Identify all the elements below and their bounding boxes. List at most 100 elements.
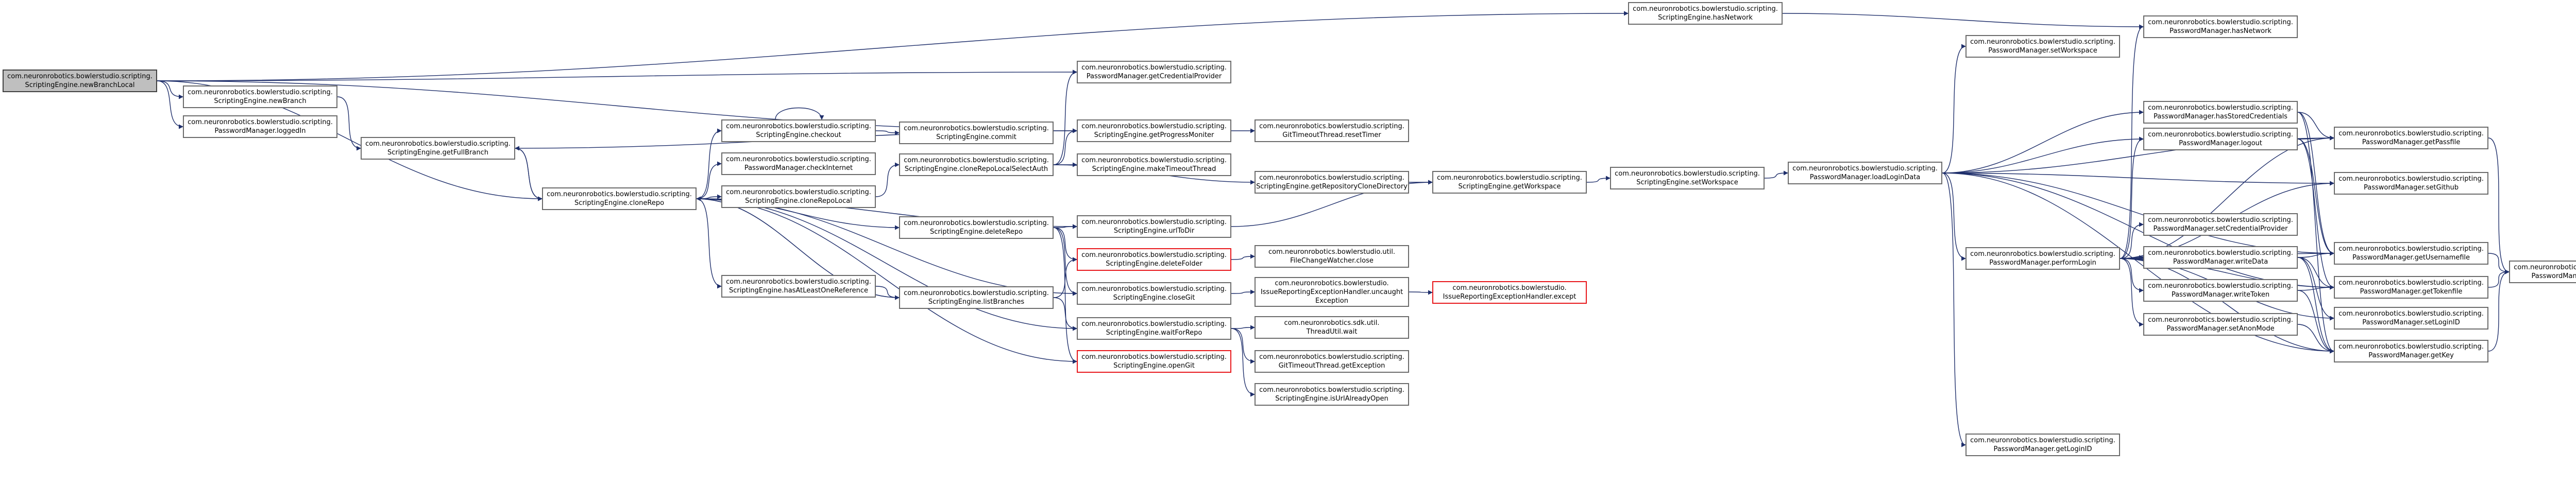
node-label-line: PasswordManager.getLoginID	[1993, 445, 2092, 453]
call-edge	[1231, 325, 1255, 330]
node-label-line: ScriptingEngine.cloneRepo	[574, 199, 665, 207]
function-node[interactable]: com.neuronrobotics.bowlerstudio.IssueRep…	[1432, 281, 1587, 304]
node-label-line: com.neuronrobotics.bowlerstudio.scriptin…	[1615, 170, 1760, 178]
function-node[interactable]: com.neuronrobotics.bowlerstudio.scriptin…	[1077, 317, 1231, 340]
node-label-line: PasswordManager.getWorkspace	[2531, 272, 2576, 280]
function-node[interactable]: com.neuronrobotics.bowlerstudio.scriptin…	[1788, 162, 1942, 184]
function-node[interactable]: com.neuronrobotics.bowlerstudio.scriptin…	[2509, 261, 2576, 283]
function-node[interactable]: com.neuronrobotics.bowlerstudio.scriptin…	[2143, 246, 2298, 269]
function-node[interactable]: com.neuronrobotics.bowlerstudio.scriptin…	[2334, 340, 2488, 362]
function-node[interactable]: com.neuronrobotics.bowlerstudio.scriptin…	[899, 153, 1054, 176]
function-node[interactable]: com.neuronrobotics.bowlerstudio.scriptin…	[1432, 171, 1587, 194]
function-node[interactable]: com.neuronrobotics.bowlerstudio.scriptin…	[899, 286, 1054, 309]
call-edge	[1053, 257, 1077, 298]
function-node[interactable]: com.neuronrobotics.bowlerstudio.scriptin…	[721, 185, 876, 208]
function-node[interactable]: com.neuronrobotics.bowlerstudio.scriptin…	[721, 275, 876, 298]
function-node[interactable]: com.neuronrobotics.bowlerstudio.scriptin…	[1077, 282, 1231, 305]
function-node[interactable]: com.neuronrobotics.bowlerstudio.scriptin…	[1255, 383, 1409, 406]
node-label-line: com.neuronrobotics.bowlerstudio.scriptin…	[2338, 343, 2484, 351]
function-node[interactable]: com.neuronrobotics.bowlerstudio.scriptin…	[1255, 119, 1409, 142]
function-node[interactable]: com.neuronrobotics.bowlerstudio.scriptin…	[361, 137, 515, 160]
call-edge	[1942, 172, 1966, 261]
function-node[interactable]: com.neuronrobotics.bowlerstudio.scriptin…	[2334, 276, 2488, 299]
call-edge	[1942, 172, 2334, 354]
function-node[interactable]: com.neuronrobotics.bowlerstudio.scriptin…	[899, 216, 1054, 239]
call-edge	[2297, 285, 2334, 291]
call-edge	[2120, 258, 2144, 327]
function-node[interactable]: com.neuronrobotics.bowlerstudio.scriptin…	[542, 187, 697, 210]
node-label-line: ScriptingEngine.checkout	[756, 131, 841, 139]
node-label-line: ScriptingEngine.hasNetwork	[1658, 14, 1753, 22]
node-label-line: ScriptingEngine.deleteRepo	[929, 228, 1023, 236]
function-node[interactable]: com.neuronrobotics.bowlerstudio.IssueRep…	[1255, 277, 1409, 307]
node-label-line: com.neuronrobotics.bowlerstudio.scriptin…	[2338, 245, 2484, 253]
function-node[interactable]: com.neuronrobotics.bowlerstudio.scriptin…	[1965, 247, 2120, 270]
call-edge	[2488, 269, 2510, 288]
function-node[interactable]: com.neuronrobotics.bowlerstudio.scriptin…	[2143, 213, 2298, 236]
function-node[interactable]: com.neuronrobotics.sdk.util.ThreadUtil.w…	[1255, 316, 1409, 339]
node-label-line: ScriptingEngine.setWorkspace	[1636, 179, 1738, 186]
function-node[interactable]: com.neuronrobotics.bowlerstudio.scriptin…	[721, 119, 876, 142]
call-edge	[2297, 112, 2334, 256]
call-edge	[2297, 257, 2334, 354]
node-label-line: com.neuronrobotics.bowlerstudio.util.	[1268, 248, 1395, 256]
function-node[interactable]: com.neuronrobotics.bowlerstudio.scriptin…	[1077, 119, 1231, 142]
function-node[interactable]: com.neuronrobotics.bowlerstudio.util.Fil…	[1255, 245, 1409, 268]
function-node[interactable]: com.neuronrobotics.bowlerstudio.scriptin…	[1077, 61, 1231, 83]
function-node[interactable]: com.neuronrobotics.bowlerstudio.scriptin…	[2143, 128, 2298, 150]
node-label-line: com.neuronrobotics.bowlerstudio.scriptin…	[1792, 165, 1938, 172]
function-node[interactable]: com.neuronrobotics.bowlerstudio.scriptin…	[1255, 171, 1409, 194]
function-node[interactable]: com.neuronrobotics.bowlerstudio.scriptin…	[1965, 35, 2120, 58]
function-node[interactable]: com.neuronrobotics.bowlerstudio.scriptin…	[1077, 215, 1231, 238]
node-label-line: PasswordManager.setCredentialProvider	[2153, 225, 2288, 233]
call-edge	[2297, 290, 2334, 354]
node-label-line: com.neuronrobotics.bowlerstudio.	[1452, 284, 1567, 292]
function-node[interactable]: com.neuronrobotics.bowlerstudio.scriptin…	[899, 122, 1054, 144]
node-label-line: com.neuronrobotics.bowlerstudio.scriptin…	[1081, 320, 1227, 328]
function-node[interactable]: com.neuronrobotics.bowlerstudio.scriptin…	[2143, 313, 2298, 336]
function-node[interactable]: com.neuronrobotics.bowlerstudio.scriptin…	[2334, 242, 2488, 265]
node-label-line: ScriptingEngine.getRepositoryCloneDirect…	[1256, 183, 1408, 191]
call-edge	[696, 198, 1077, 364]
node-label-line: PasswordManager.hasNetwork	[2170, 27, 2272, 35]
node-label-line: ScriptingEngine.cloneRepoLocal	[745, 197, 852, 205]
function-node[interactable]: com.neuronrobotics.bowlerstudio.scriptin…	[1965, 434, 2120, 456]
function-node[interactable]: com.neuronrobotics.bowlerstudio.scriptin…	[2334, 172, 2488, 195]
call-edge	[1231, 328, 1255, 364]
node-label-line: ScriptingEngine.deleteFolder	[1106, 260, 1202, 268]
function-node[interactable]: com.neuronrobotics.bowlerstudio.scriptin…	[1255, 350, 1409, 373]
function-node[interactable]: com.neuronrobotics.bowlerstudio.scriptin…	[1077, 350, 1231, 373]
function-node[interactable]: com.neuronrobotics.bowlerstudio.scriptin…	[1077, 153, 1231, 176]
node-label-line: com.neuronrobotics.bowlerstudio.scriptin…	[2148, 104, 2293, 112]
call-edge	[1764, 170, 1788, 179]
call-edge	[337, 96, 361, 151]
node-label-line: PasswordManager.checkInternet	[744, 164, 853, 172]
node-label-line: com.neuronrobotics.bowlerstudio.scriptin…	[1970, 38, 2115, 46]
call-edge	[2297, 324, 2334, 354]
node-label-line: com.neuronrobotics.bowlerstudio.scriptin…	[547, 191, 692, 198]
call-edge	[2297, 112, 2334, 141]
node-label-line: com.neuronrobotics.bowlerstudio.scriptin…	[2338, 310, 2484, 318]
node-label-line: PasswordManager.writeToken	[2171, 291, 2270, 299]
function-node[interactable]: com.neuronrobotics.bowlerstudio.scriptin…	[183, 115, 337, 138]
call-edge	[515, 146, 543, 199]
node-label-line: com.neuronrobotics.bowlerstudio.scriptin…	[2514, 264, 2576, 271]
function-node[interactable]: com.neuronrobotics.bowlerstudio.scriptin…	[2143, 101, 2298, 124]
function-node[interactable]: com.neuronrobotics.bowlerstudio.scriptin…	[1610, 167, 1765, 189]
call-edge	[1782, 13, 2144, 29]
node-label-line: ScriptingEngine.urlToDir	[1113, 227, 1195, 235]
node-label-line: com.neuronrobotics.bowlerstudio.scriptin…	[1970, 250, 2115, 258]
node-label-line: com.neuronrobotics.bowlerstudio.scriptin…	[904, 125, 1049, 132]
call-edge	[2120, 136, 2144, 259]
node-label-line: ScriptingEngine.openGit	[1113, 362, 1195, 370]
function-node[interactable]: com.neuronrobotics.bowlerstudio.scriptin…	[721, 152, 876, 175]
function-node[interactable]: com.neuronrobotics.bowlerstudio.scriptin…	[2334, 127, 2488, 149]
node-label-line: com.neuronrobotics.bowlerstudio.scriptin…	[1081, 353, 1227, 361]
function-node[interactable]: com.neuronrobotics.bowlerstudio.scriptin…	[183, 85, 337, 108]
function-node[interactable]: com.neuronrobotics.bowlerstudio.scriptin…	[2143, 279, 2298, 302]
function-node[interactable]: com.neuronrobotics.bowlerstudio.scriptin…	[1628, 2, 1783, 25]
function-node[interactable]: com.neuronrobotics.bowlerstudio.scriptin…	[2143, 15, 2298, 38]
function-node[interactable]: com.neuronrobotics.bowlerstudio.scriptin…	[1077, 248, 1231, 271]
function-node[interactable]: com.neuronrobotics.bowlerstudio.scriptin…	[2334, 307, 2488, 330]
call-edge	[157, 70, 1077, 81]
